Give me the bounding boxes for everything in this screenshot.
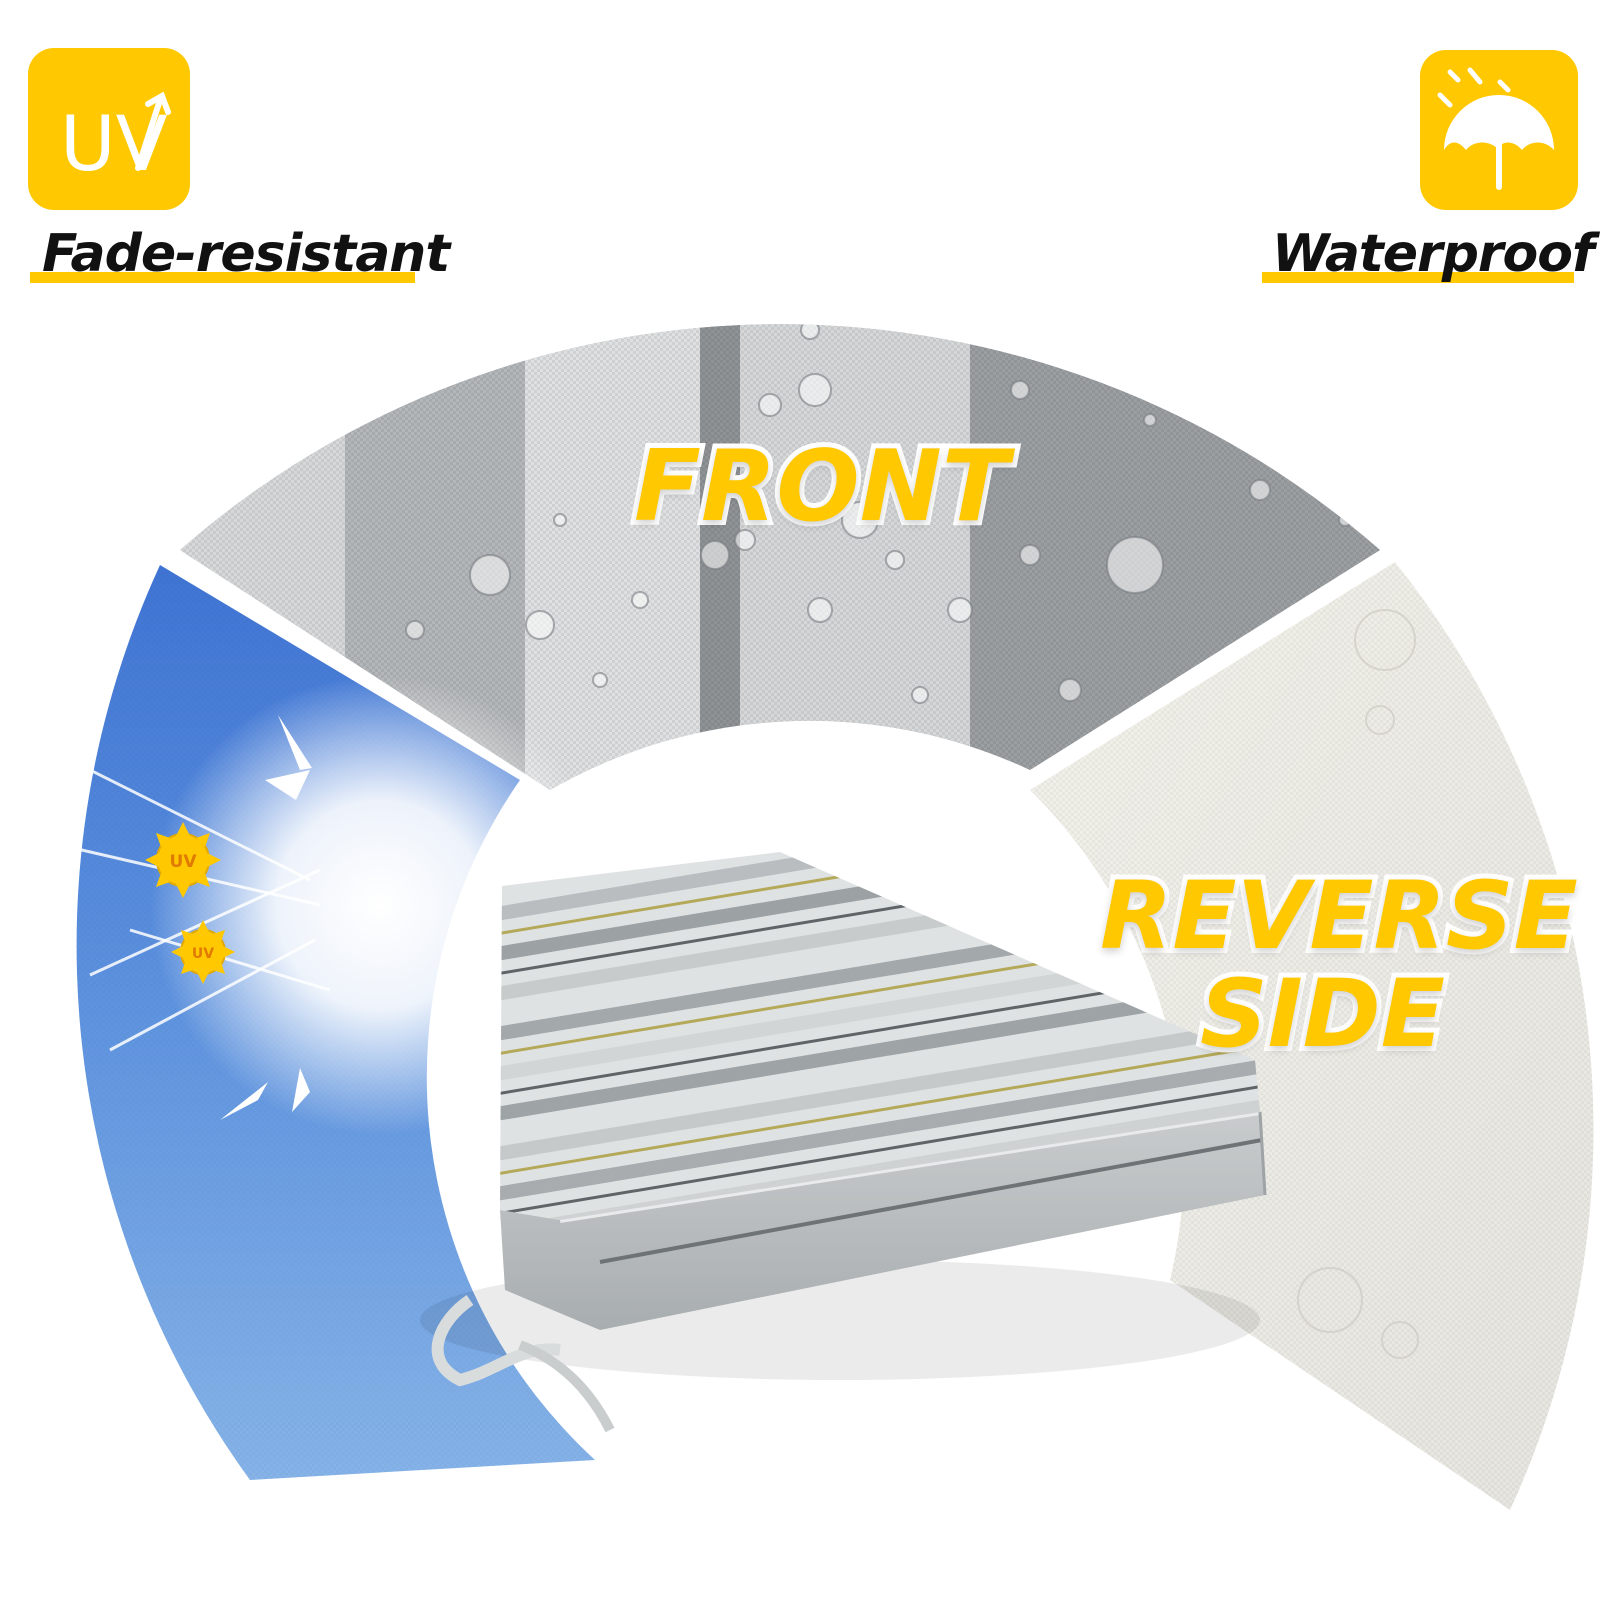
uv-sun-icon: UV [145,822,221,898]
reverse-side-label-line1: REVERSE [1095,862,1583,971]
reverse-fabric-panel [1030,562,1594,1510]
uv-sky-panel: UV UV [59,565,610,1480]
reverse-side-label-line2: SIDE [1195,960,1450,1069]
uv-sun-text: UV [170,852,198,872]
uv-arrow-icon [135,91,171,171]
front-label: FRONT [629,430,1014,544]
sun-flare [150,675,610,1135]
waterproof-underline [1262,272,1574,283]
umbrella-rain-icon [1437,67,1554,190]
waterproof-badge [1420,50,1578,210]
water-droplets [405,324,1352,704]
fade-resistant-underline [30,272,415,283]
fade-resistant-label: Fade-resistant [42,224,450,284]
uv-sun-icon: UV [171,920,235,984]
uv-badge: UV [28,48,190,210]
waterproof-label: Waterproof [1272,224,1595,284]
uv-sun-text: UV [192,946,214,962]
uv-badge-text: UV [60,99,168,188]
